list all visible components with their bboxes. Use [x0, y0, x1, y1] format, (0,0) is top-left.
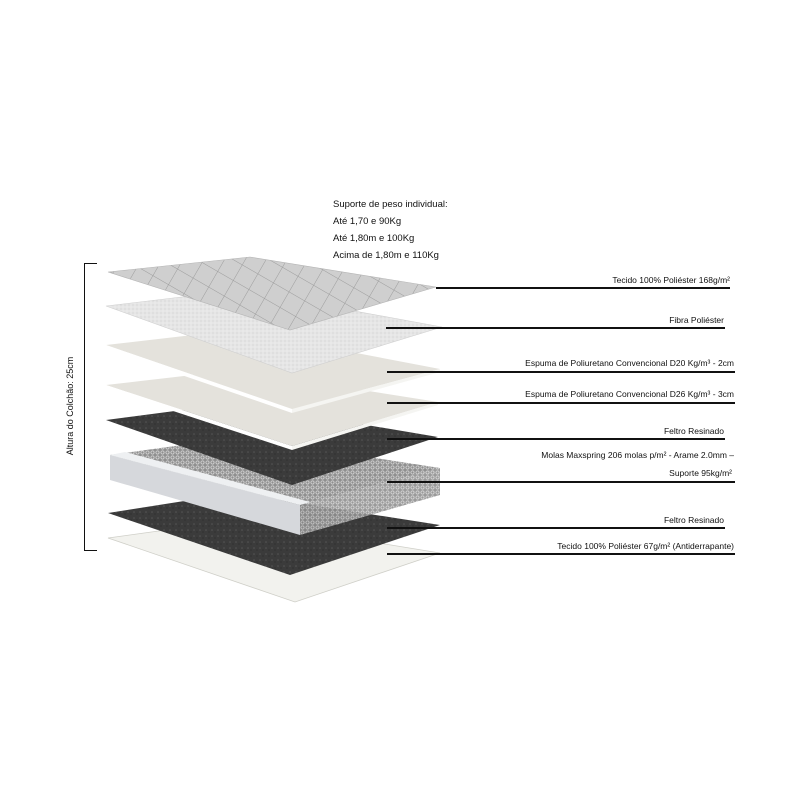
leader-line-resin-felt-top	[387, 438, 725, 440]
weight-support-line-2: Até 1,80m e 100Kg	[333, 233, 415, 244]
label-bottom-fabric: Tecido 100% Poliéster 67g/m² (Antiderrap…	[557, 541, 734, 551]
weight-support-info: Suporte de peso individual: Até 1,70 e 9…	[333, 196, 448, 264]
label-foam-d20: Espuma de Poliuretano Convencional D20 K…	[525, 358, 734, 368]
leader-line-springs	[387, 481, 735, 483]
leader-line-bottom-fabric	[387, 553, 735, 555]
leader-line-top-fabric	[436, 287, 730, 289]
height-bracket	[84, 263, 97, 551]
label-top-fabric: Tecido 100% Poliéster 168g/m²	[612, 275, 730, 285]
leader-line-polyester-fiber	[386, 327, 725, 329]
layer-foam-d20	[106, 330, 440, 413]
weight-support-line-3: Acima de 1,80m e 110Kg	[333, 250, 439, 261]
label-springs-line-1: Molas Maxspring 206 molas p/m² - Arame 2…	[541, 450, 734, 460]
leader-line-foam-d20	[387, 371, 735, 373]
weight-support-line-1: Até 1,70 e 90Kg	[333, 216, 402, 227]
leader-line-resin-felt-bottom	[387, 527, 725, 529]
label-resin-felt-top: Feltro Resinado	[663, 426, 724, 436]
label-foam-d26: Espuma de Poliuretano Convencional D26 K…	[525, 389, 734, 399]
label-polyester-fiber: Fibra Poliéster	[669, 315, 724, 325]
weight-support-title: Suporte de peso individual:	[333, 199, 448, 210]
label-springs-line-2: Suporte 95kg/m²	[669, 468, 732, 478]
label-resin-felt-bottom: Feltro Resinado	[663, 515, 724, 525]
leader-line-foam-d26	[387, 402, 735, 404]
